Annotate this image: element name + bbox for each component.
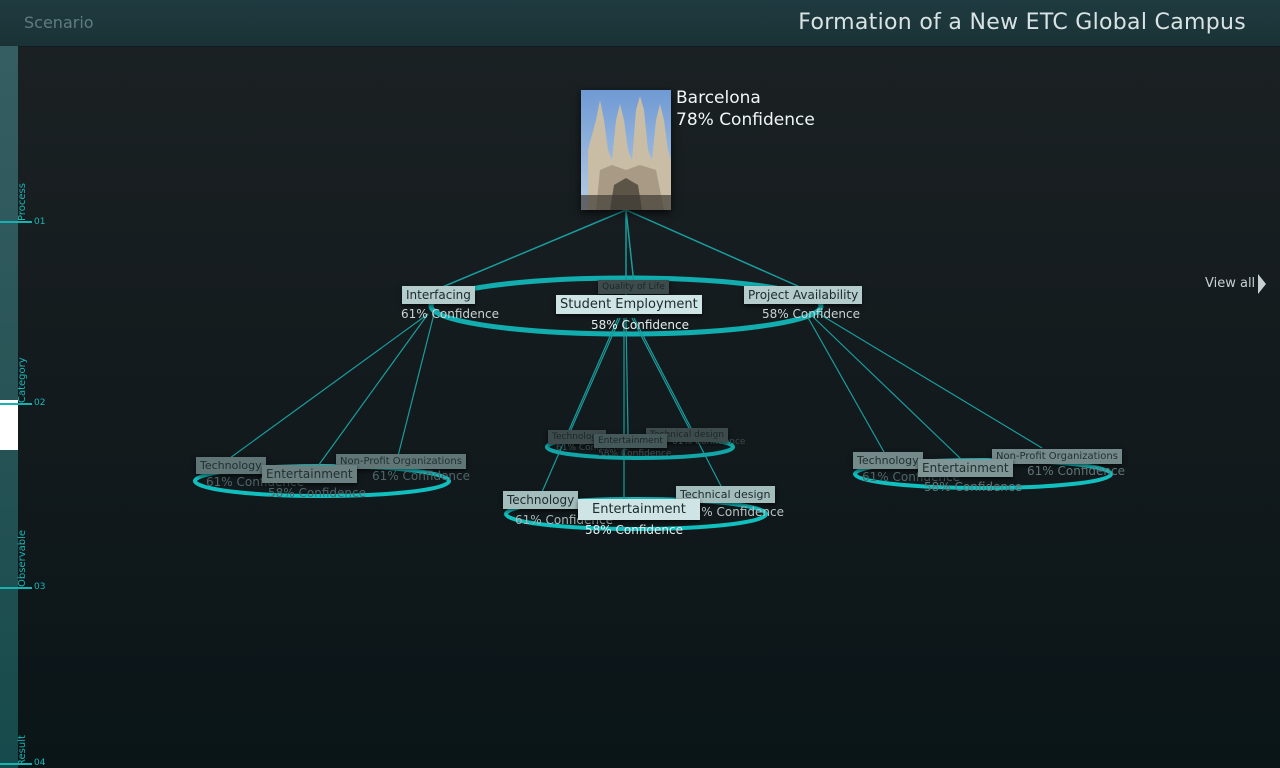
step-number-result: 04 (34, 758, 46, 768)
view-all-link[interactable]: View all (1205, 276, 1256, 291)
step-tick-category (0, 403, 32, 405)
node-center-front-technical-design[interactable]: Technical design (676, 486, 775, 503)
breadcrumb[interactable]: Scenario (24, 13, 94, 32)
node-right-entertainment[interactable]: Entertainment (918, 459, 1013, 477)
step-tick-observable (0, 587, 32, 589)
node-center-back-technology[interactable]: Technology (548, 430, 607, 444)
confidence-center-back-technical-design: 61% Confidence (672, 437, 746, 447)
node-center-front-entertainment[interactable]: Entertainment (578, 499, 700, 520)
confidence-center-back-technology: 61% Confidence (556, 443, 630, 453)
confidence-right-entertainment: 58% Confidence (924, 480, 1022, 494)
chevron-right-icon[interactable] (1258, 274, 1266, 294)
root-photo-frame[interactable] (581, 90, 671, 210)
confidence-left-non-profit: 61% Confidence (372, 469, 470, 483)
confidence-right-non-profit: 61% Confidence (1027, 464, 1125, 478)
active-step-indicator (0, 400, 18, 450)
node-right-non-profit[interactable]: Non-Profit Organizations (992, 449, 1122, 464)
node-interfacing[interactable]: Interfacing (402, 286, 475, 304)
step-number-process: 01 (34, 217, 46, 227)
confidence-center-back-entertainment: 58% Confidence (598, 449, 672, 459)
confidence-interfacing: 61% Confidence (401, 307, 499, 321)
node-center-front-technology[interactable]: Technology (503, 491, 579, 509)
confidence-student-employment: 58% Confidence (591, 318, 689, 332)
step-tick-result (0, 763, 32, 765)
node-project-availability[interactable]: Project Availability (744, 286, 863, 304)
node-left-non-profit[interactable]: Non-Profit Organizations (336, 454, 466, 469)
root-links (439, 209, 801, 296)
root-confidence: 78% Confidence (676, 110, 815, 130)
node-quality-of-life[interactable]: Quality of Life (598, 280, 669, 294)
interfacing-links (229, 313, 435, 467)
node-student-employment[interactable]: Student Employment (556, 295, 702, 314)
node-left-entertainment[interactable]: Entertainment (262, 465, 357, 483)
step-tick-process (0, 221, 32, 223)
node-right-technology[interactable]: Technology (853, 452, 923, 469)
node-left-technology[interactable]: Technology (196, 457, 266, 474)
node-center-back-entertainment[interactable]: Entertainment (594, 434, 667, 448)
project-availability-links (805, 311, 1043, 461)
header-bar: Scenario Formation of a New ETC Global C… (0, 0, 1280, 47)
confidence-project-availability: 58% Confidence (762, 307, 860, 321)
confidence-center-front-technical-design: 61% Confidence (686, 505, 784, 519)
confidence-center-front-entertainment: 58% Confidence (585, 523, 683, 537)
student-employment-links (541, 317, 723, 500)
confidence-left-entertainment: 58% Confidence (268, 486, 366, 500)
page-title: Formation of a New ETC Global Campus (798, 10, 1246, 35)
step-number-observable: 03 (34, 582, 46, 592)
step-number-category: 02 (34, 398, 46, 408)
cathedral-photo-icon (581, 90, 671, 210)
root-name: Barcelona (676, 88, 761, 108)
